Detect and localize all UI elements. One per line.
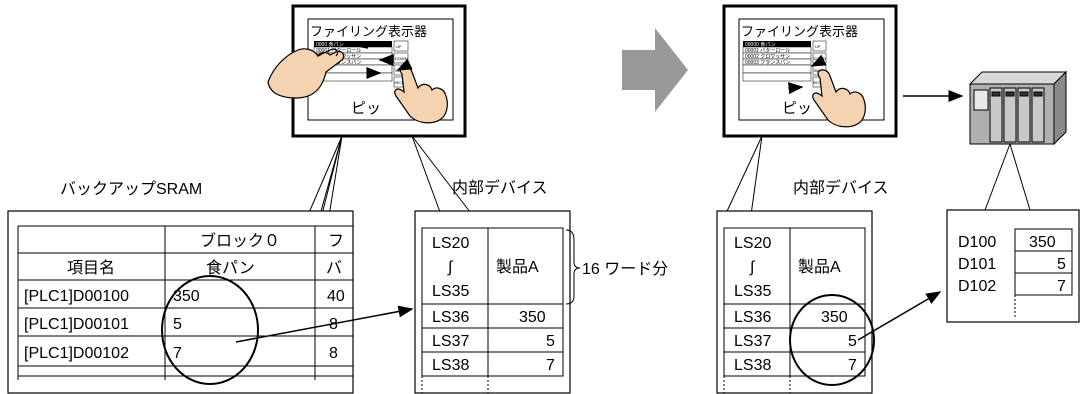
right-callout-plc-line1 [984, 143, 1011, 211]
left-callout-sram-line1 [304, 135, 343, 223]
sram-row-2-extra: 8 [329, 345, 338, 362]
left-hand-pointer-icon [267, 48, 345, 99]
sram-row-1-name: [PLC1]D00101 [24, 316, 129, 333]
left-callout-internal-line2 [411, 135, 471, 213]
right-internal-row-0-addr: LS36 [734, 309, 771, 326]
internal-to-plc-arrow [857, 291, 942, 341]
left-internal-row-1-addr: LS37 [432, 333, 469, 350]
right-hand-pointer-icon-left [394, 65, 448, 124]
sram-row-0-extra: 40 [327, 288, 345, 305]
sram-row-1-value: 5 [173, 316, 182, 333]
left-internal-table: LS20 ∫ LS35 製品A LS36 350 LS37 5 LS38 7 [414, 210, 571, 394]
right-beep-text: ピッ [782, 100, 812, 117]
left-brace [565, 229, 581, 305]
plc-icon [968, 70, 1068, 146]
right-hand-pointer-icon [812, 69, 866, 128]
right-internal-highlight [789, 294, 875, 386]
sram-header-item1: バ [326, 260, 342, 277]
left-screen-title: ファイリング表示器 [310, 24, 427, 39]
right-range-top: LS20 [734, 235, 771, 252]
right-internal-row-2-value: 7 [848, 357, 857, 374]
right-range-value: 製品A [798, 258, 841, 276]
right-screen-down-label: DOWN [814, 56, 827, 61]
plc-row-2-value: 7 [1057, 278, 1066, 295]
left-range-top: LS20 [432, 235, 469, 252]
sram-header-item0: 食パン [206, 259, 255, 277]
left-range-value: 製品A [496, 258, 539, 276]
transition-arrow-icon [622, 28, 688, 112]
right-screen-row-1: 00001 バターロール [745, 47, 790, 54]
plc-row-0-value: 350 [1029, 234, 1056, 251]
right-callout-internal-line1 [721, 135, 763, 223]
right-internal-row-0-value: 350 [821, 309, 848, 326]
left-screen-row-1: 00001 バターロール [316, 47, 361, 54]
plc-row-1-value: 5 [1057, 256, 1066, 273]
brace-label: 16 ワード分 [582, 260, 668, 278]
left-internal-row-2-addr: LS38 [432, 357, 469, 374]
sram-value-highlight [161, 275, 259, 385]
right-range-bottom: LS35 [734, 283, 771, 300]
right-screen-row-3: 00003 フランスパン [745, 60, 790, 66]
right-screen-row-2: 00002 クロワッサン [745, 54, 790, 60]
right-display-device: ファイリング表示器 00000 食パン 00001 バターロール 00002 ク… [722, 4, 898, 138]
right-range-mid: ∫ [749, 259, 756, 276]
sram-row-0-name: [PLC1]D00100 [24, 288, 129, 305]
right-internal-row-1-value: 5 [848, 333, 857, 350]
sram-header-block0: ブロック０ [200, 231, 280, 250]
right-screen-list[interactable]: 00000 食パン 00001 バターロール 00002 クロワッサン 0000… [742, 41, 812, 82]
plc-row-2-addr: D102 [958, 278, 996, 295]
sram-header-block1: フ [328, 233, 344, 250]
left-internal-row-2-value: 7 [546, 357, 555, 374]
right-screen-row-0: 00000 食パン [745, 41, 776, 48]
right-internal-label: 内部デバイス [793, 178, 889, 197]
left-callout-sram [317, 135, 343, 223]
plc-row-0-addr: D100 [958, 234, 996, 251]
sram-row-0-value: 350 [173, 288, 200, 305]
left-internal-row-0-value: 350 [519, 309, 546, 326]
left-range-bottom: LS35 [432, 283, 469, 300]
left-internal-label: 内部デバイス [452, 178, 548, 197]
sram-label: バックアップSRAM [60, 180, 202, 198]
right-screen-up-button[interactable] [812, 40, 827, 52]
right-internal-row-1-addr: LS37 [734, 333, 771, 350]
right-internal-row-2-addr: LS38 [734, 357, 771, 374]
sram-row-1-extra: 8 [329, 316, 338, 333]
left-range-mid: ∫ [447, 259, 454, 276]
left-screen-up-label: UP [396, 44, 402, 49]
left-screen-row-0: 0000 食パン [316, 41, 344, 48]
left-beep-text: ピッ [351, 100, 381, 117]
right-screen-title: ファイリング表示器 [741, 24, 858, 39]
sram-row-2-value: 7 [173, 345, 182, 362]
right-callout-internal-line2 [749, 135, 763, 223]
right-internal-table: LS20 ∫ LS35 製品A LS36 350 LS37 5 LS38 7 [716, 210, 873, 394]
plc-row-1-addr: D101 [958, 256, 996, 273]
sram-table: ブロック０ フ 項目名 食パン バ [PLC1]D00100 350 40 [P… [7, 210, 354, 394]
sram-to-internal-arrow [235, 305, 414, 343]
left-screen-down-label: DOWN [395, 56, 408, 61]
left-internal-row-1-value: 5 [546, 333, 555, 350]
left-internal-row-0-addr: LS36 [432, 309, 469, 326]
left-display-device: ファイリング表示器 0000 食パン 00001 バターロール 00002 クロ… [267, 4, 467, 138]
right-screen-up-label: UP [815, 44, 821, 49]
left-callout-sram-line2 [327, 135, 343, 223]
left-callout-internal-line1 [411, 135, 441, 213]
sram-header-name: 項目名 [67, 259, 115, 277]
right-callout-plc-line2 [1009, 143, 1031, 211]
plc-data-table: D100 350 D101 5 D102 7 [946, 209, 1080, 323]
sram-row-2-name: [PLC1]D00102 [24, 345, 129, 362]
